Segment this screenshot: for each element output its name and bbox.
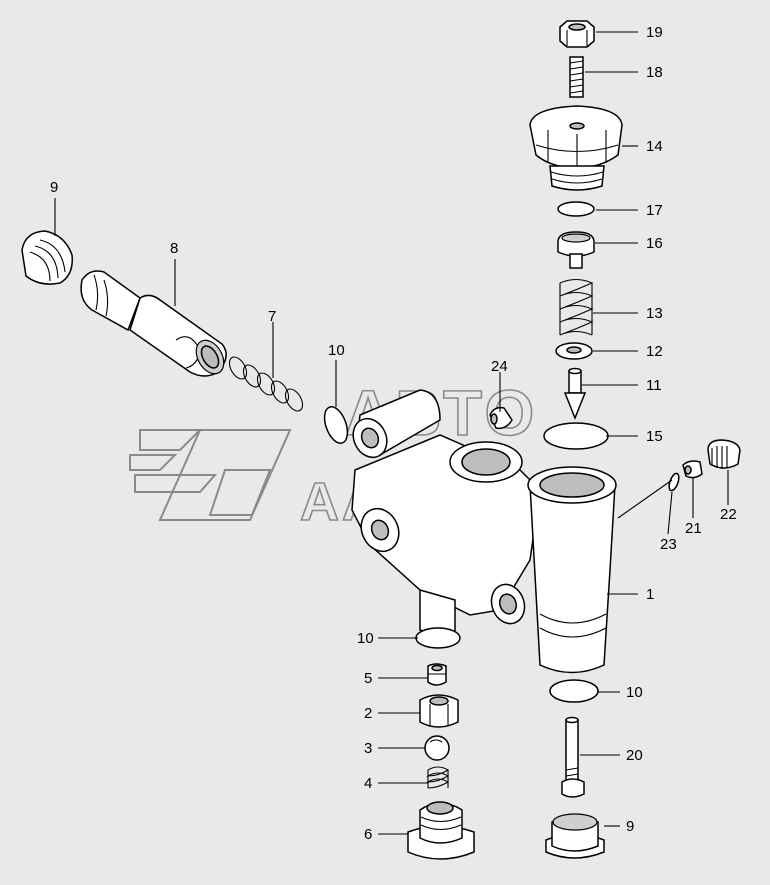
part-9-plug-left [21, 230, 73, 285]
part-7-spring [228, 356, 304, 412]
callout-20: 20 [626, 747, 643, 764]
part-24-small-plug [489, 406, 513, 430]
part-11-valve-needle [563, 367, 587, 421]
callout-10-top: 10 [328, 342, 345, 359]
callout-10-left: 10 [357, 630, 374, 647]
callout-19: 19 [646, 24, 663, 41]
part-10-disc-top [323, 406, 349, 444]
callout-9-bottom: 9 [626, 818, 634, 835]
part-16-valve-seat [557, 231, 595, 269]
part-9-plug-bottom [545, 813, 605, 859]
callout-11: 11 [646, 377, 662, 394]
part-10-disc-left [415, 627, 461, 649]
callout-6: 6 [364, 826, 372, 843]
callout-18: 18 [646, 64, 663, 81]
callout-1: 1 [646, 586, 654, 603]
part-13-spring [559, 278, 594, 336]
part-5-small-plug [427, 663, 447, 686]
callouts: 19 18 14 17 16 13 12 11 15 1 10 20 9 9 8… [50, 24, 737, 843]
watermark-logo [129, 429, 292, 521]
callout-24: 24 [491, 358, 508, 375]
part-10-disc-right [549, 679, 599, 703]
part-22-plug [707, 439, 741, 469]
callout-5: 5 [364, 670, 372, 687]
callout-13: 13 [646, 305, 663, 322]
callout-3: 3 [364, 740, 372, 757]
callout-14: 14 [646, 138, 663, 155]
callout-22: 22 [720, 506, 737, 523]
part-3-ball [424, 735, 450, 761]
callout-12: 12 [646, 343, 663, 360]
callout-9-left: 9 [50, 179, 58, 196]
part-4-spring [426, 766, 450, 789]
callout-4: 4 [364, 775, 372, 792]
callout-17: 17 [646, 202, 663, 219]
callout-21: 21 [685, 520, 702, 537]
callout-16: 16 [646, 235, 663, 252]
part-6-plug [407, 801, 475, 860]
part-1-pump-body [351, 389, 617, 674]
callout-2: 2 [364, 705, 372, 722]
callout-8: 8 [170, 240, 178, 257]
part-12-washer [555, 342, 593, 360]
part-14-cap-nut [529, 105, 623, 191]
part-15-gasket [543, 422, 609, 450]
part-8-plunger [80, 270, 227, 377]
part-18-stud [569, 56, 584, 98]
callout-15: 15 [646, 428, 663, 445]
part-2-valve-seat [419, 694, 459, 728]
leader-lines [54, 31, 729, 835]
callout-10-right: 10 [626, 684, 643, 701]
callout-7: 7 [268, 308, 276, 325]
callout-23: 23 [660, 536, 677, 553]
part-20-bolt [561, 716, 585, 798]
part-21-small-plug [682, 460, 703, 479]
part-17-oring [557, 201, 595, 217]
part-19-nut [559, 20, 595, 48]
